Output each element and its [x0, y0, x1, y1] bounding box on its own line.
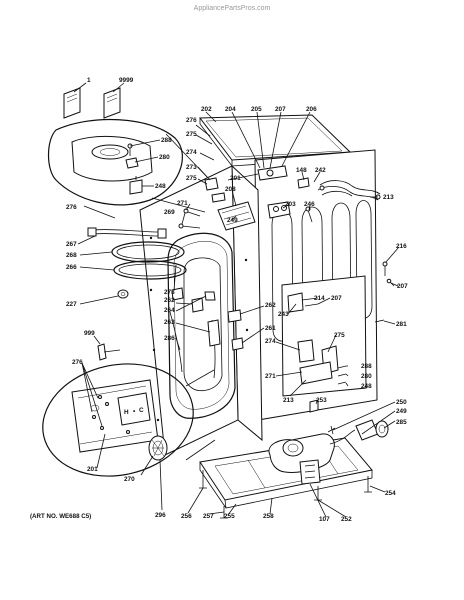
label-276: 276 — [66, 204, 77, 211]
panel-marking-c: C — [139, 407, 144, 414]
front-panel-fasteners — [149, 236, 249, 422]
label-243: 243 — [278, 311, 289, 318]
label-262-left: 262 — [164, 297, 175, 304]
label-256: 256 — [181, 513, 192, 520]
label-107: 107 — [319, 516, 330, 523]
label-274-top: 274 — [186, 149, 197, 156]
label-280: 280 — [159, 154, 170, 161]
label-203: 203 — [285, 201, 296, 208]
label-267: 267 — [66, 241, 77, 248]
label-266: 266 — [66, 264, 77, 271]
left-side-parts — [63, 87, 221, 379]
label-269: 269 — [164, 209, 175, 216]
label-205: 205 — [251, 106, 262, 113]
top-internals — [178, 165, 381, 231]
label-1: 1 — [87, 77, 91, 84]
label-207-mid: 207 — [331, 295, 342, 302]
label-206: 206 — [306, 106, 317, 113]
label-258: 258 — [263, 513, 274, 520]
label-262-right: 262 — [265, 302, 276, 309]
label-253: 253 — [316, 397, 327, 404]
label-264: 264 — [164, 307, 175, 314]
label-275-mid: 275 — [186, 175, 197, 182]
label-249-right: 249 — [396, 408, 407, 415]
label-261: 261 — [265, 325, 276, 332]
label-276-lower: 276 — [72, 359, 83, 366]
panel-marking-dot: • — [133, 408, 136, 415]
label-296: 296 — [155, 512, 166, 519]
label-278: 278 — [164, 289, 175, 296]
label-270: 270 — [124, 476, 135, 483]
leader-lines — [73, 82, 400, 518]
label-280-right: 280 — [361, 373, 372, 380]
label-250: 250 — [396, 399, 407, 406]
manual-booklet-9999 — [103, 87, 121, 119]
label-227: 227 — [66, 301, 77, 308]
label-148: 148 — [296, 167, 307, 174]
label-248: 248 — [155, 183, 166, 190]
label-276-top: 276 — [186, 117, 197, 124]
label-216: 216 — [396, 243, 407, 250]
label-257: 257 — [203, 513, 214, 520]
label-286: 286 — [164, 335, 175, 342]
label-201-top: 201 — [230, 175, 241, 182]
cabinet-outline — [139, 114, 378, 456]
label-204: 204 — [225, 106, 236, 113]
label-242: 242 — [315, 167, 326, 174]
label-207-right: 207 — [397, 283, 408, 290]
label-275-lower: 275 — [334, 332, 345, 339]
label-202: 202 — [201, 106, 212, 113]
label-249-top: 249 — [227, 217, 238, 224]
detail-callout-top — [47, 118, 209, 213]
label-9999: 9999 — [119, 77, 134, 84]
label-271-lower: 271 — [265, 373, 276, 380]
label-274-lower: 274 — [265, 338, 276, 345]
watermark-text: AppliancePartsPros.com — [194, 5, 271, 12]
art-number: (ART NO. WE688 C5) — [30, 513, 91, 520]
leveling-feet — [199, 470, 372, 519]
label-246: 246 — [304, 201, 315, 208]
label-254: 254 — [385, 490, 396, 497]
label-281: 281 — [396, 321, 407, 328]
label-273: 273 — [186, 164, 197, 171]
label-285: 285 — [396, 419, 407, 426]
manual-booklet-1 — [63, 87, 81, 119]
label-271-top: 271 — [177, 200, 188, 207]
label-214: 214 — [314, 295, 325, 302]
label-999: 999 — [84, 330, 95, 337]
label-201-lower: 201 — [87, 466, 98, 473]
label-263: 263 — [164, 319, 175, 326]
label-213-top: 213 — [383, 194, 394, 201]
part-number-labels: 1 9999 288 280 248 276 267 268 266 227 9… — [66, 77, 408, 523]
label-288: 288 — [161, 137, 172, 144]
label-208: 208 — [225, 186, 236, 193]
label-248-right: 248 — [361, 383, 372, 390]
label-275-top: 275 — [186, 131, 197, 138]
label-207-top: 207 — [275, 106, 286, 113]
right-side-parts — [227, 261, 395, 413]
panel-marking-h: H — [124, 409, 129, 416]
drain-pump-assembly — [268, 419, 389, 485]
label-252: 252 — [341, 516, 352, 523]
label-213-lower: 213 — [283, 397, 294, 404]
label-288-right: 288 — [361, 363, 372, 370]
label-268: 268 — [66, 252, 77, 259]
label-255: 255 — [224, 513, 235, 520]
